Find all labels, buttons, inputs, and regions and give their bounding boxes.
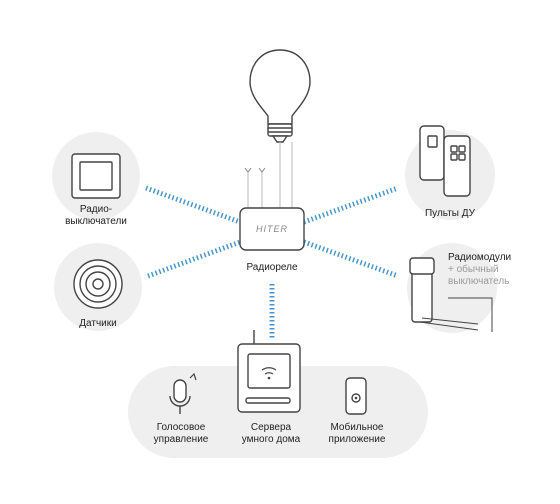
phone-icon: [345, 377, 367, 415]
mobile-label-line1: Мобильное: [330, 422, 384, 433]
radio-waves: [145, 185, 399, 338]
bulb-icon: [249, 49, 311, 143]
server-icon: [237, 330, 301, 413]
mobile-label: Мобильное приложение: [322, 422, 392, 446]
modules-label-line2: + обычный: [448, 264, 499, 275]
sensors-label: Датчики: [79, 318, 117, 329]
switches-label-line1: Радио-: [79, 204, 113, 215]
voice-label-line2: управление: [153, 434, 209, 445]
switches-label: Радио- выключатели: [64, 204, 128, 228]
microphone-icon: [169, 372, 197, 414]
relay-brand: HITER: [256, 224, 288, 234]
relay-wires: [247, 142, 293, 208]
switch-icon: [71, 153, 121, 199]
relay-box: [239, 207, 305, 251]
modules-label: Радиомодули + обычный выключатель: [448, 252, 511, 288]
remotes-label: Пульты ДУ: [424, 208, 475, 219]
wire-tips: [244, 167, 266, 173]
switches-label-line2: выключатели: [65, 216, 127, 227]
module-icon: [409, 257, 493, 332]
servers-label: Сервера умного дома: [234, 422, 308, 446]
voice-label-line1: Голосовое: [156, 422, 206, 433]
servers-label-line1: Сервера: [250, 422, 292, 433]
relay-label: Радиореле: [246, 262, 298, 273]
modules-label-line1: Радиомодули: [448, 252, 512, 263]
remote-icon: [419, 125, 471, 197]
modules-label-line3: выключатель: [448, 276, 510, 287]
sensor-icon: [73, 259, 123, 309]
mobile-label-line2: приложение: [328, 434, 386, 445]
voice-label: Голосовое управление: [150, 422, 212, 446]
servers-label-line2: умного дома: [241, 434, 301, 445]
